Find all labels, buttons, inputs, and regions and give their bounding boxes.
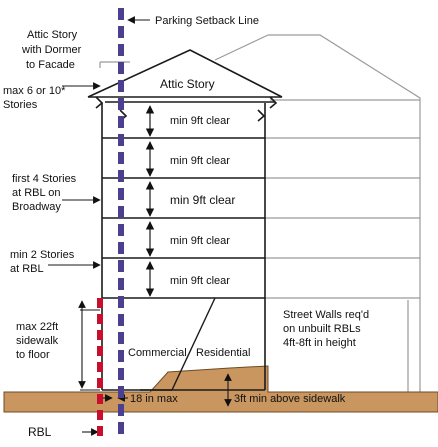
clearance-label-3: min 9ft clear <box>170 193 235 207</box>
label-residential: Residential <box>196 347 250 359</box>
clearance-label-4: min 9ft clear <box>170 235 230 247</box>
label-max-stories-2: Stories <box>3 99 38 111</box>
clearance-label-2: min 9ft clear <box>170 155 230 167</box>
label-min2-1: min 2 Stories <box>10 249 75 261</box>
rear-building <box>99 34 421 392</box>
label-rbl: RBL <box>28 425 52 439</box>
label-street-walls-2: on unbuilt RBLs <box>283 323 361 335</box>
label-parking-setback: Parking Setback Line <box>155 15 259 27</box>
label-max-stories-1: max 6 or 10* <box>3 85 66 97</box>
label-first4-1: first 4 Stories <box>12 173 77 185</box>
label-first4-2: at RBL on <box>12 187 61 199</box>
label-attic-story: Attic Story <box>160 77 215 91</box>
label-max22-1: max 22ft <box>16 321 58 333</box>
label-3ft-min: 3ft min above sidewalk <box>234 393 346 405</box>
ground-section <box>3 365 438 413</box>
label-min2-2: at RBL <box>10 263 44 275</box>
clearance-label-5: min 9ft clear <box>170 275 230 287</box>
label-attic-dormer-2: with Dormer <box>21 44 82 56</box>
label-18in-max: 18 in max <box>130 393 178 405</box>
label-attic-dormer-1: Attic Story <box>27 29 78 41</box>
commercial-residential-divider <box>140 297 216 391</box>
label-street-walls-3: 4ft-8ft in height <box>283 337 356 349</box>
label-attic-dormer-3: to Facade <box>26 59 75 71</box>
label-max22-2: sidewalk <box>16 335 59 347</box>
label-street-walls-1: Street Walls req'd <box>283 309 369 321</box>
label-first4-3: Broadway <box>12 201 61 213</box>
label-commercial: Commercial <box>128 347 187 359</box>
label-max22-3: to floor <box>16 349 50 361</box>
clearance-label-1: min 9ft clear <box>170 115 230 127</box>
